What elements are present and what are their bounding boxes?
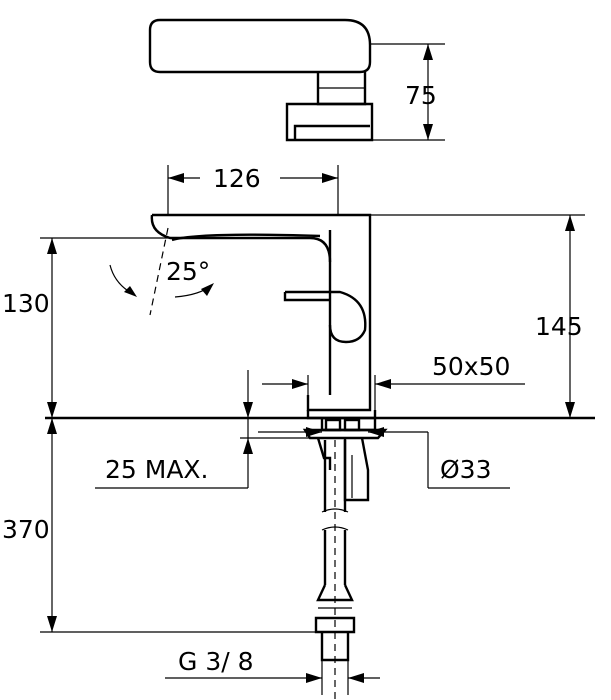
dim-g38: G 3/ 8 <box>165 647 380 695</box>
dim-50x50-label: 50x50 <box>432 352 510 381</box>
dim-145: 145 <box>370 214 585 418</box>
dim-126: 126 <box>167 164 339 215</box>
dim-50x50: 50x50 <box>262 352 525 410</box>
dim-75-label: 75 <box>405 81 437 110</box>
dim-145-label: 145 <box>535 312 583 341</box>
dim-130-label: 130 <box>2 289 50 318</box>
dim-370-label: 370 <box>2 515 50 544</box>
faucet-side-view <box>45 213 595 700</box>
dim-25-degree: 25° <box>109 257 214 298</box>
dim-diameter-label: Ø33 <box>440 455 492 484</box>
dim-g38-label: G 3/ 8 <box>178 647 254 676</box>
dim-diameter-33: Ø33 <box>258 427 510 489</box>
top-view: 75 <box>148 18 445 142</box>
dim-25-max: 25 MAX. <box>95 370 310 489</box>
dim-370: 370 <box>2 418 316 633</box>
dim-angle-label: 25° <box>166 257 210 286</box>
dim-25max-label: 25 MAX. <box>105 455 209 484</box>
dim-130: 130 <box>2 237 170 418</box>
dim-126-label: 126 <box>213 164 261 193</box>
